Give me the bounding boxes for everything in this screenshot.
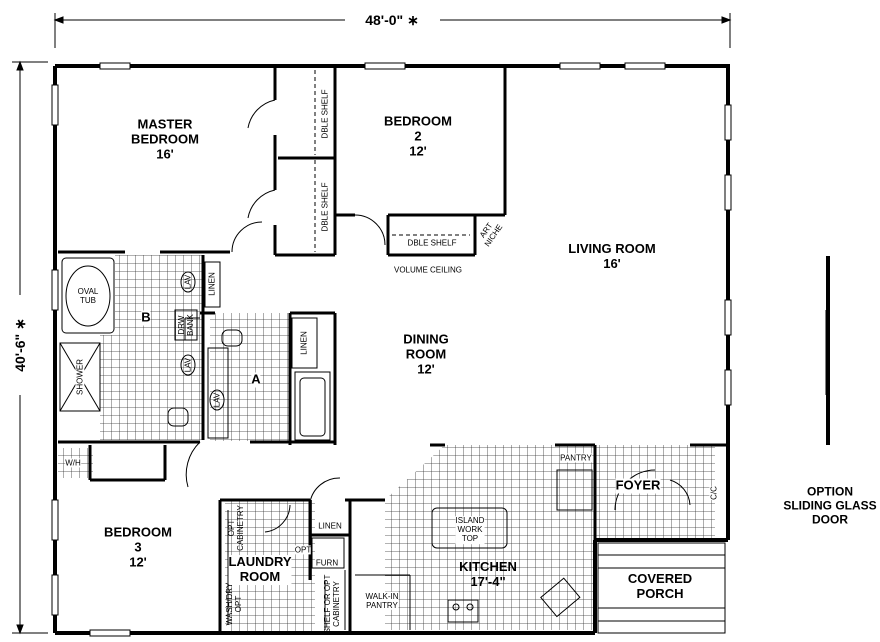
tile-floors <box>58 255 715 632</box>
foyer-label: FOYER <box>615 477 661 494</box>
dimension-lines <box>12 13 732 635</box>
linen-3: LINEN <box>318 521 342 531</box>
closets <box>59 70 593 630</box>
water-heater: W/H <box>65 458 81 468</box>
coat-closet: C/C <box>709 486 719 500</box>
island-work-top: ISLAND WORK TOP <box>455 516 485 544</box>
lav-3: LAV <box>212 392 222 408</box>
dble-shelf-1: DBLE SHELF <box>320 89 330 139</box>
linen-2: LINEN <box>299 331 309 355</box>
opt-label: OPT <box>294 545 312 555</box>
option-sliding-door-symbol <box>825 256 830 445</box>
interior-walls <box>58 68 728 633</box>
covered-porch-label: COVERED PORCH <box>627 571 693 602</box>
shower: SHOWER <box>75 359 85 395</box>
volume-ceiling: VOLUME CEILING <box>393 265 463 275</box>
furnace: FURN <box>315 558 339 568</box>
wash-dry-opt: WASH/DRY OPT <box>224 582 243 626</box>
shelf-or-opt-cabinetry: SHELF OR OPT CABINETRY <box>322 574 341 634</box>
linen-1: LINEN <box>207 272 217 296</box>
dble-shelf-2: DBLE SHELF <box>320 182 330 232</box>
laundry-room-label: LAUNDRY ROOM <box>228 554 292 585</box>
depth-dimension: 40'-6" ∗ <box>11 314 29 376</box>
walk-in-pantry: WALK-IN PANTRY <box>365 591 399 611</box>
lav-2: LAV <box>183 357 193 373</box>
pantry: PANTRY <box>560 453 592 463</box>
covered-porch-deck <box>597 542 726 634</box>
oval-tub: OVAL TUB <box>77 286 99 305</box>
bath-a-label: A <box>251 371 261 388</box>
drw-bank: DRW BANK <box>176 314 195 336</box>
windows <box>51 62 732 637</box>
lav-1: LAV <box>183 274 193 290</box>
option-sliding-glass-door-label: OPTION SLIDING GLASS DOOR <box>783 484 877 526</box>
dble-shelf-3: DBLE SHELF <box>407 238 457 248</box>
bath-b-label: B <box>141 309 151 326</box>
width-dimension: 48'-0" ∗ <box>361 11 423 29</box>
opt-cabinetry: OPT CABINETRY <box>226 505 245 551</box>
